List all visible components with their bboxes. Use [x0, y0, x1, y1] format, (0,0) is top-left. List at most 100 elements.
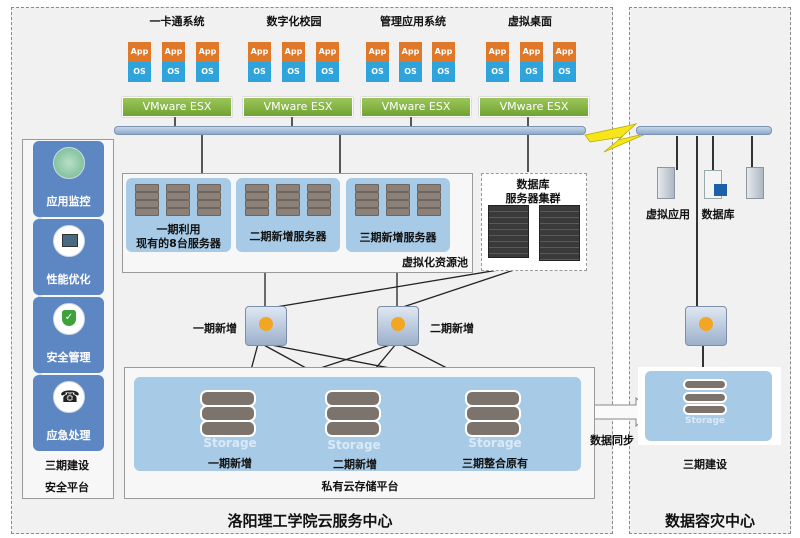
vmware-esx-host: VMware ESX — [243, 97, 353, 117]
server-unit-icon — [276, 184, 300, 192]
cloud-center-title: 洛阳理工学院云服务中心 — [227, 512, 393, 530]
app-layer: App — [366, 42, 389, 62]
server-unit-icon — [417, 200, 441, 208]
app-layer: App — [432, 42, 455, 62]
storage-disk-icon — [465, 420, 521, 437]
os-layer: OS — [366, 62, 389, 82]
app-layer: App — [316, 42, 339, 62]
server-unit-icon — [386, 208, 410, 216]
security-platform-label: 安全平台 — [45, 481, 89, 494]
server-group-label: 三期新增服务器 — [359, 231, 437, 244]
server-unit-icon — [197, 208, 221, 216]
server-unit-icon — [417, 184, 441, 192]
link-db-switch2 — [399, 267, 521, 309]
server-group-label: 现有的8台服务器 — [136, 237, 221, 250]
server-unit-icon — [166, 200, 190, 208]
server-group-label: 一期利用 — [156, 223, 201, 236]
app-layer: App — [162, 42, 185, 62]
app-layer: App — [486, 42, 509, 62]
storage-disk-icon — [200, 420, 256, 437]
storage-unit-label: 二期新增 — [333, 458, 377, 471]
switch-label: 二期新增 — [430, 322, 474, 335]
security-item-label: 应急处理 — [46, 429, 91, 442]
dr-storage-label: 三期建设 — [683, 458, 727, 471]
dr-storage-disk-icon — [683, 404, 727, 415]
server-unit-icon — [386, 184, 410, 192]
vmware-esx-host: VMware ESX — [122, 97, 232, 117]
server-unit-icon — [245, 192, 269, 200]
security-item-security-mgmt: ✓ 安全管理 — [33, 297, 104, 373]
server-unit-icon — [166, 208, 190, 216]
vmware-esx-host: VMware ESX — [361, 97, 471, 117]
db-server-rack-icon — [488, 205, 529, 258]
db-cluster-label: 数据库 — [516, 178, 550, 191]
core-network-bus — [114, 126, 586, 135]
server-unit-icon — [417, 208, 441, 216]
server-unit-icon — [135, 208, 159, 216]
os-layer: OS — [128, 62, 151, 82]
os-layer: OS — [486, 62, 509, 82]
server-unit-icon — [197, 192, 221, 200]
server-unit-icon — [197, 200, 221, 208]
server-unit-icon — [135, 192, 159, 200]
server-unit-icon — [166, 192, 190, 200]
system-title: 一卡通系统 — [149, 15, 205, 28]
dr-storage-disk-icon — [683, 392, 727, 403]
os-layer: OS — [432, 62, 455, 82]
storage-text: Storage — [684, 416, 726, 426]
os-layer: OS — [248, 62, 271, 82]
server-unit-icon — [245, 200, 269, 208]
resource-pool-label: 虚拟化资源池 — [402, 256, 468, 269]
server-unit-icon — [386, 200, 410, 208]
security-item-performance: 性能优化 — [33, 219, 104, 295]
os-layer: OS — [520, 62, 543, 82]
dr-center-title: 数据容灾中心 — [664, 512, 755, 530]
server-unit-icon — [355, 192, 379, 200]
server-unit-icon — [307, 208, 331, 216]
app-layer: App — [196, 42, 219, 62]
os-layer: OS — [553, 62, 576, 82]
switch-label: 一期新增 — [193, 322, 237, 335]
server-unit-icon — [307, 184, 331, 192]
os-layer: OS — [399, 62, 422, 82]
server-unit-icon — [276, 208, 300, 216]
dr-server-label: 虚拟应用 — [646, 208, 690, 221]
storage-unit-label: 三期整合原有 — [462, 457, 528, 470]
app-layer: App — [128, 42, 151, 62]
server-unit-icon — [197, 184, 221, 192]
wan-lightning-icon — [584, 123, 649, 153]
vmware-esx-host: VMware ESX — [479, 97, 589, 117]
server-unit-icon — [355, 184, 379, 192]
server-unit-icon — [417, 192, 441, 200]
shield-check-icon: ✓ — [53, 303, 85, 335]
server-unit-icon — [307, 192, 331, 200]
app-layer: App — [520, 42, 543, 62]
storage-text: Storage — [468, 436, 522, 450]
security-phase-label: 三期建设 — [45, 459, 89, 472]
disaster-recovery-zone — [629, 7, 791, 534]
dr-storage-disk-icon — [683, 379, 727, 390]
app-layer: App — [553, 42, 576, 62]
storage-text: Storage — [203, 436, 257, 450]
app-layer: App — [248, 42, 271, 62]
storage-unit-label: 一期新增 — [208, 457, 252, 470]
server-unit-icon — [135, 184, 159, 192]
security-item-label: 安全管理 — [46, 351, 91, 364]
storage-disk-icon — [325, 420, 381, 437]
server-unit-icon — [166, 184, 190, 192]
system-title: 管理应用系统 — [380, 15, 446, 28]
server-unit-icon — [276, 200, 300, 208]
system-title: 数字化校园 — [266, 15, 322, 28]
monitor-map-icon — [53, 147, 85, 179]
app-layer: App — [399, 42, 422, 62]
